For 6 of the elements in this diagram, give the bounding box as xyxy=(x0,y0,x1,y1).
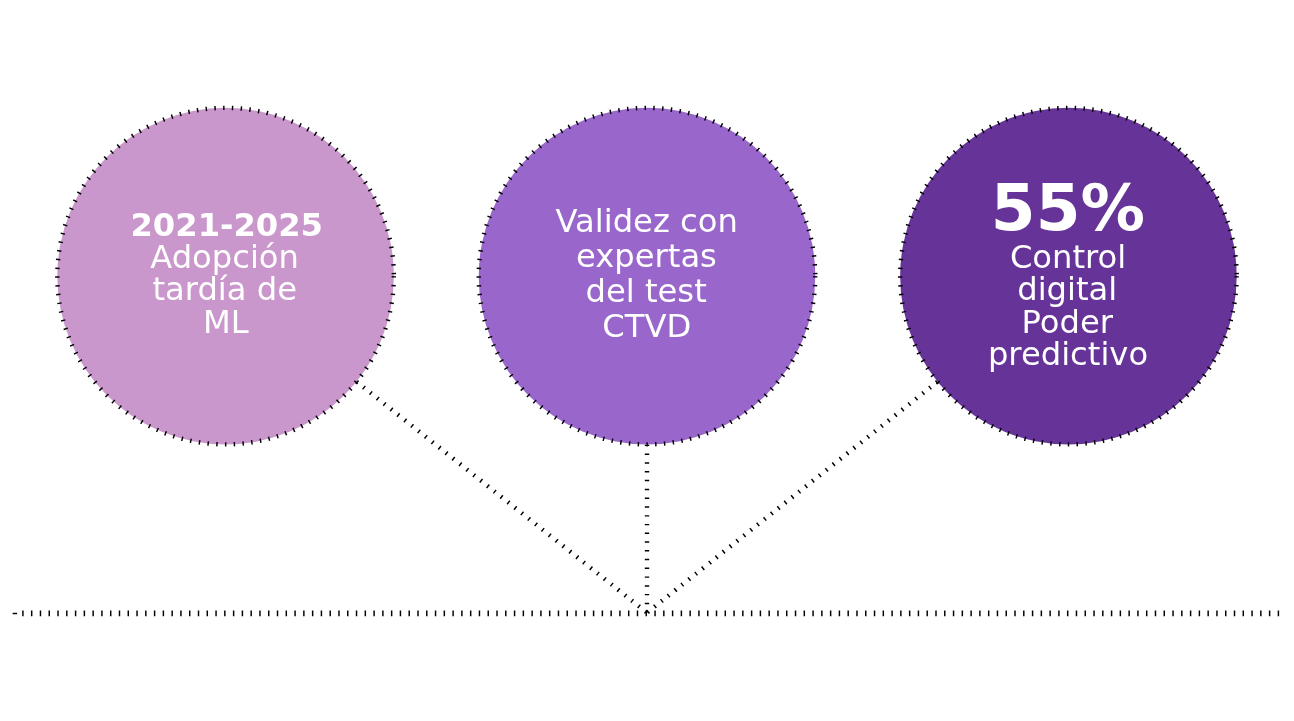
connector xyxy=(355,379,649,614)
node-circle: 2021-2025 Adopción tardía de ML xyxy=(55,105,397,447)
connector xyxy=(645,379,939,614)
node-circle: Validez con expertas del test CTVD xyxy=(476,105,818,447)
node-circle: 55% Control digital Poder predictivo xyxy=(897,105,1239,447)
node-bar xyxy=(12,610,1282,616)
